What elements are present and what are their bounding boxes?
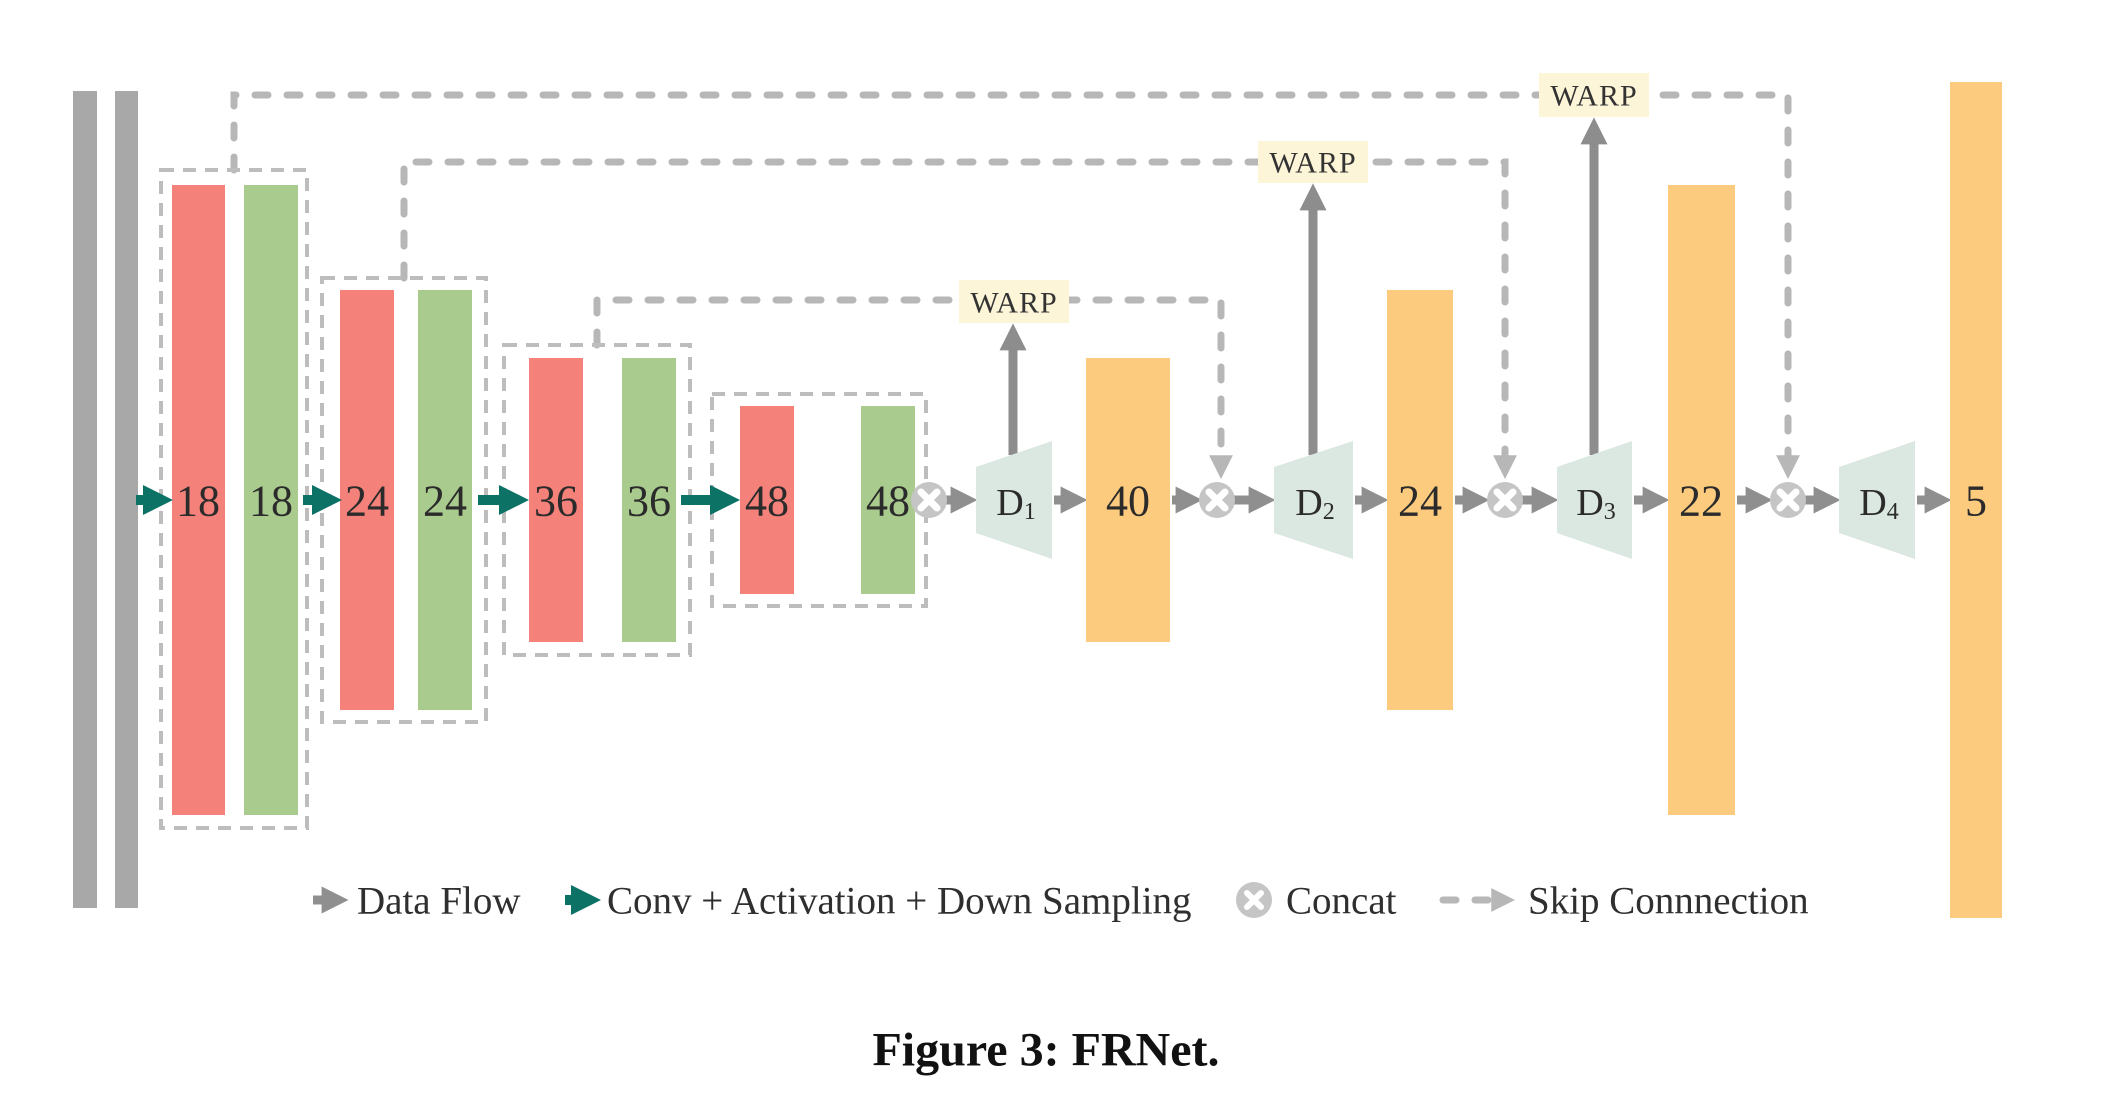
input-bar-1: [73, 91, 97, 908]
concat-x-icon: [1493, 488, 1517, 512]
decoder-block-d4: [1839, 441, 1915, 559]
concat-node-2: [1199, 482, 1235, 518]
legend-data-flow-label: Data Flow: [357, 880, 521, 923]
decoder-block-base-d2: D: [1295, 482, 1322, 524]
warp-box-2: [1258, 141, 1368, 183]
concat-node-1: [911, 482, 947, 518]
decoder-output-bar-1: [1086, 358, 1170, 642]
decoder-block-sub-d2: 2: [1323, 499, 1335, 525]
concat-node-3: [1487, 482, 1523, 518]
conv-bar-label-stage1: 18: [176, 477, 220, 526]
concat-x-icon: [1205, 488, 1229, 512]
downsample-bar-stage4: [861, 406, 915, 594]
decoder-output-label-1: 40: [1106, 477, 1150, 526]
legend: Data Flow Conv + Activation + Down Sampl…: [313, 880, 1809, 923]
decoder-block-label-d2: D2: [1295, 482, 1334, 525]
legend-conv-activation-label: Conv + Activation + Down Sampling: [607, 880, 1192, 923]
figure-caption: Figure 3: FRNet.: [872, 1024, 1219, 1077]
conv-bar-stage2: [340, 290, 394, 710]
decoder-block-d3: [1557, 441, 1632, 559]
downsample-bar-stage1: [244, 185, 298, 815]
warp-box-3: [1539, 73, 1649, 117]
skip-connection-line-stage3: [593, 296, 1233, 480]
decoder-output-bar-2: [1387, 290, 1453, 710]
decoder-output-label-4: 5: [1965, 477, 1987, 526]
downsample-bar-stage3: [622, 358, 676, 642]
concat-x-icon: [1776, 488, 1800, 512]
warp-label-3: WARP: [1550, 80, 1637, 113]
decoder-output-label-3: 22: [1679, 477, 1723, 526]
decoder-block-sub-d1: 1: [1024, 499, 1036, 525]
conv-bar-stage1: [172, 185, 225, 815]
decoder-output-bar-3: [1668, 185, 1735, 815]
downsample-bar-label-stage2: 24: [423, 477, 467, 526]
decoder-block-base-d4: D: [1859, 482, 1886, 524]
conv-bar-stage3: [529, 358, 583, 642]
conv-bar-label-stage4: 48: [745, 477, 789, 526]
decoder-block-label-d3: D3: [1576, 482, 1615, 525]
decoder-output-label-2: 24: [1398, 477, 1442, 526]
skip-connection-line-stage1: [230, 91, 1800, 480]
downsample-bar-label-stage4: 48: [866, 477, 910, 526]
decoder-block-base-d1: D: [996, 482, 1023, 524]
downsample-bar-label-stage3: 36: [627, 477, 671, 526]
legend-skip-label: Skip Connnection: [1528, 880, 1809, 923]
input-bar-2: [115, 91, 138, 908]
concat-node-4: [1770, 482, 1806, 518]
decoder-block-d1: [976, 441, 1052, 559]
decoder-block-label-d1: D1: [996, 482, 1035, 525]
concat-x-icon: [917, 488, 941, 512]
conv-bar-stage4: [740, 406, 794, 594]
decoder-block-base-d3: D: [1576, 482, 1603, 524]
warp-label-2: WARP: [1269, 147, 1356, 180]
decoder-block-sub-d4: 4: [1887, 499, 1899, 525]
legend-concat-icon: [1236, 882, 1272, 918]
decoder-output-bar-4: [1950, 82, 2002, 918]
downsample-bar-label-stage1: 18: [249, 477, 293, 526]
downsample-bar-stage2: [418, 290, 472, 710]
legend-concat-label: Concat: [1286, 880, 1397, 923]
conv-bar-label-stage2: 24: [345, 477, 389, 526]
conv-bar-label-stage3: 36: [534, 477, 578, 526]
warp-label-1: WARP: [970, 287, 1057, 320]
warp-box-1: [959, 280, 1069, 323]
decoder-block-d2: [1274, 441, 1353, 559]
decoder-block-sub-d3: 3: [1604, 499, 1616, 525]
decoder-block-label-d4: D4: [1859, 482, 1898, 525]
